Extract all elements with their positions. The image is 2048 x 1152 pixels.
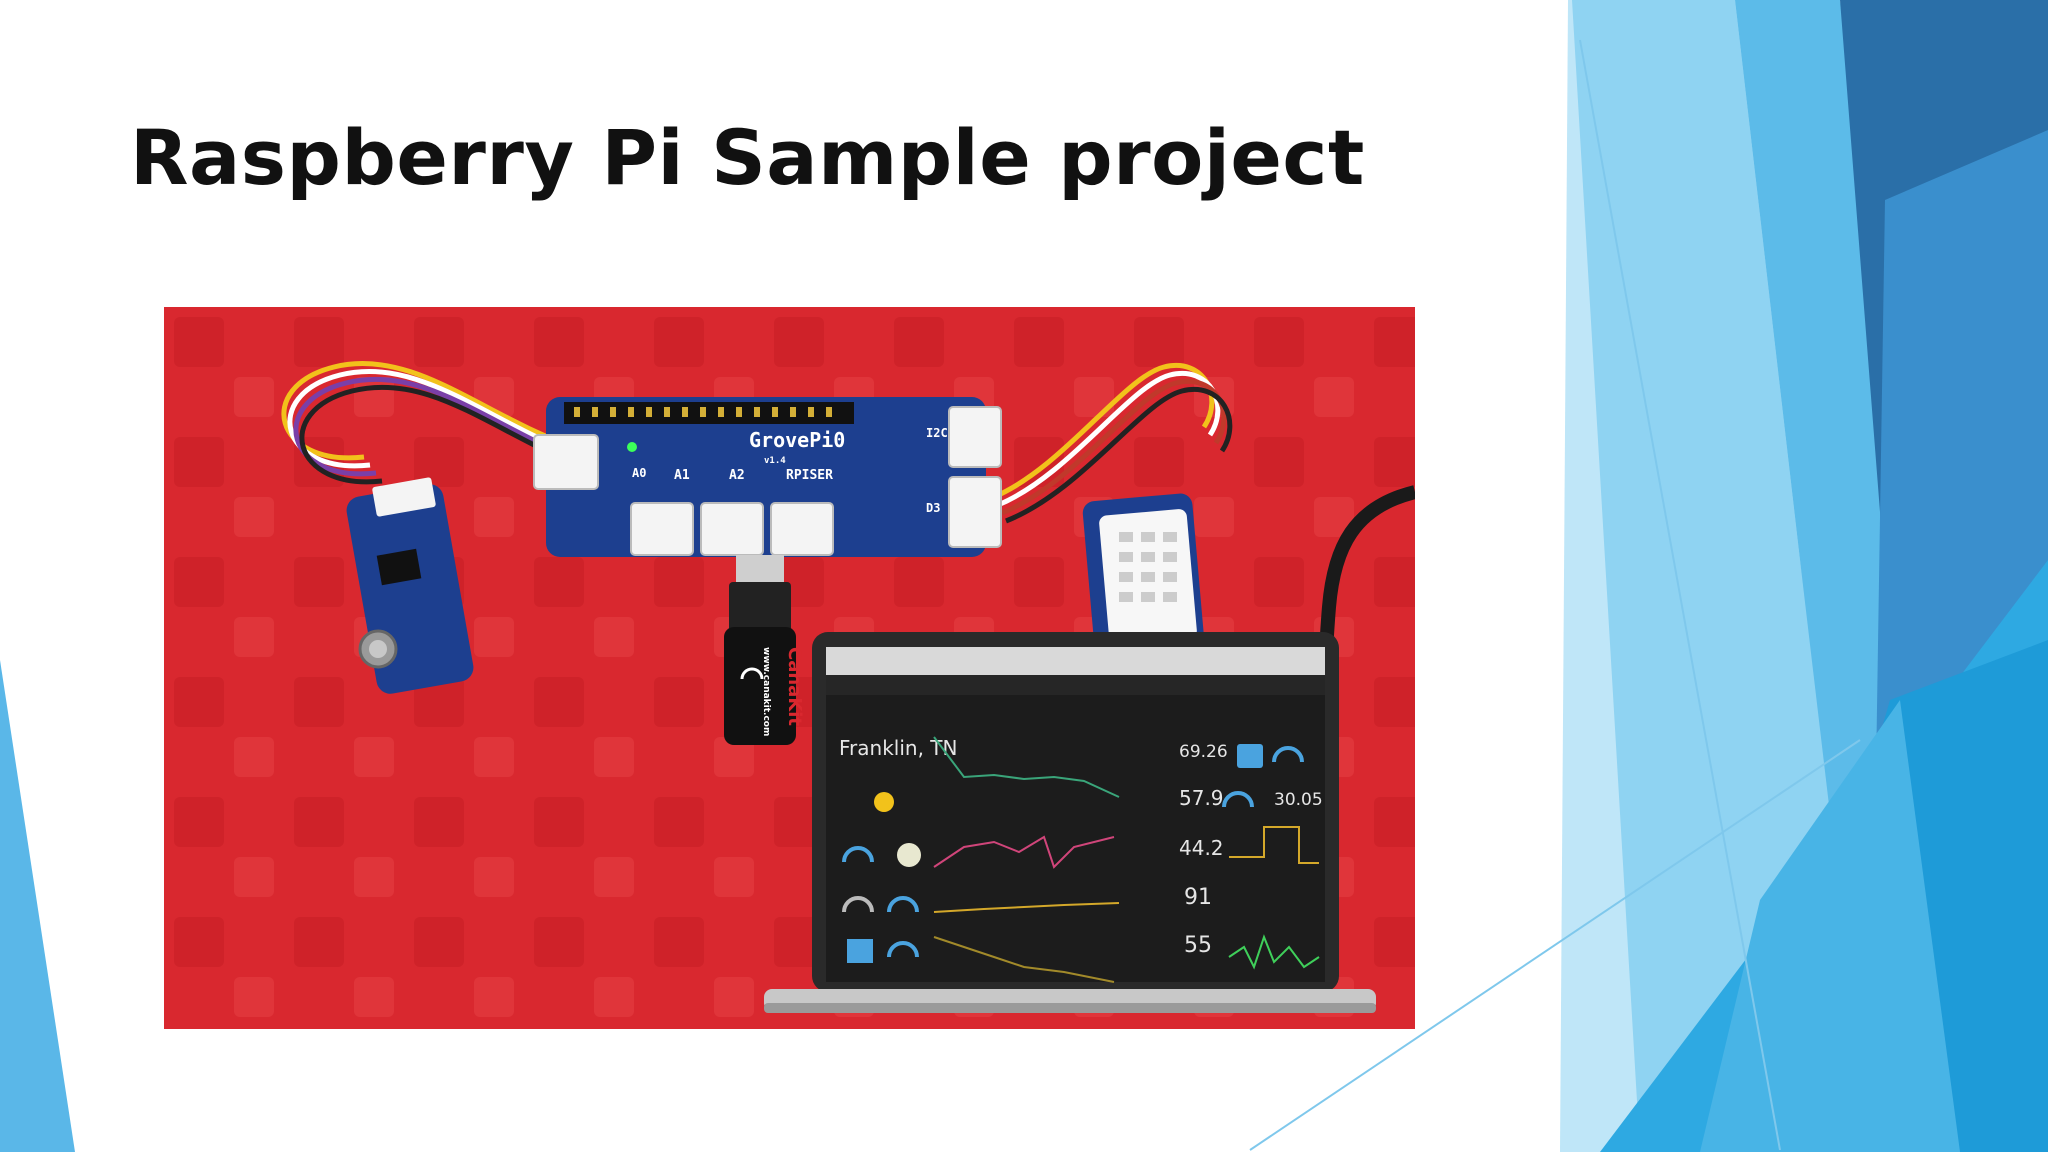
dashboard-line-olive: [933, 936, 1115, 983]
decor-thin-line-1: [1579, 39, 1781, 1151]
reading-1: 69.26: [1179, 742, 1228, 762]
dashboard-screen: Franklin, TN 69.26 57.9 30.05 44.2 91 55: [826, 675, 1325, 983]
right-ribbon-cable: [993, 363, 1233, 524]
dashboard-line-green: [933, 736, 1120, 798]
decor-lower-facet: [1700, 700, 1960, 1152]
dashboard-gauges: [842, 746, 1304, 958]
dashboard-line-yellow: [933, 902, 1120, 913]
board-label-d3: D3: [926, 501, 940, 515]
decor-thin-line-2: [1249, 739, 1861, 1151]
board-label-a0: A0: [632, 466, 646, 480]
laptop: Franklin, TN 69.26 57.9 30.05 44.2 91 55: [764, 632, 1376, 1013]
project-photo: GrovePi0 v1.4 A0 A1 A2 RPISER I2C D3: [164, 307, 1415, 1029]
temp-humidity-sensor: [1082, 493, 1206, 671]
decor-left-sliver: [0, 660, 75, 1152]
gas-sensor-module: [346, 477, 474, 694]
grovepi0-board: GrovePi0 v1.4 A0 A1 A2 RPISER I2C D3: [533, 397, 1002, 557]
dashboard-spark-line: [1228, 934, 1320, 970]
dongle-brand: CanaKit: [784, 647, 805, 726]
left-ribbon-cable: [281, 360, 593, 485]
weather-icon: [874, 792, 894, 812]
board-label-rpiser: RPISER: [786, 468, 833, 483]
dashboard-location: Franklin, TN: [839, 736, 957, 760]
moon-icon: [897, 843, 921, 867]
board-label-a2: A2: [729, 468, 745, 483]
reading-6: 55: [1184, 933, 1212, 958]
slide-title: Raspberry Pi Sample project: [130, 113, 1365, 202]
reading-5: 91: [1184, 885, 1212, 910]
dongle-url: www.canakit.com: [761, 647, 771, 736]
dashboard-step-line: [1229, 826, 1319, 864]
reading-2: 57.9: [1179, 786, 1224, 810]
board-label-a1: A1: [674, 468, 690, 483]
board-label-i2c: I2C: [926, 426, 948, 440]
dashboard-line-magenta: [933, 835, 1115, 869]
board-version: v1.4: [764, 456, 786, 466]
reading-3: 30.05: [1274, 790, 1323, 810]
chart-tile-icon: [847, 939, 873, 963]
reading-4: 44.2: [1179, 836, 1224, 860]
arrow-tile-icon: [1237, 744, 1263, 768]
wifi-dongle: CanaKit www.canakit.com: [724, 555, 805, 745]
board-name: GrovePi0: [749, 428, 845, 452]
